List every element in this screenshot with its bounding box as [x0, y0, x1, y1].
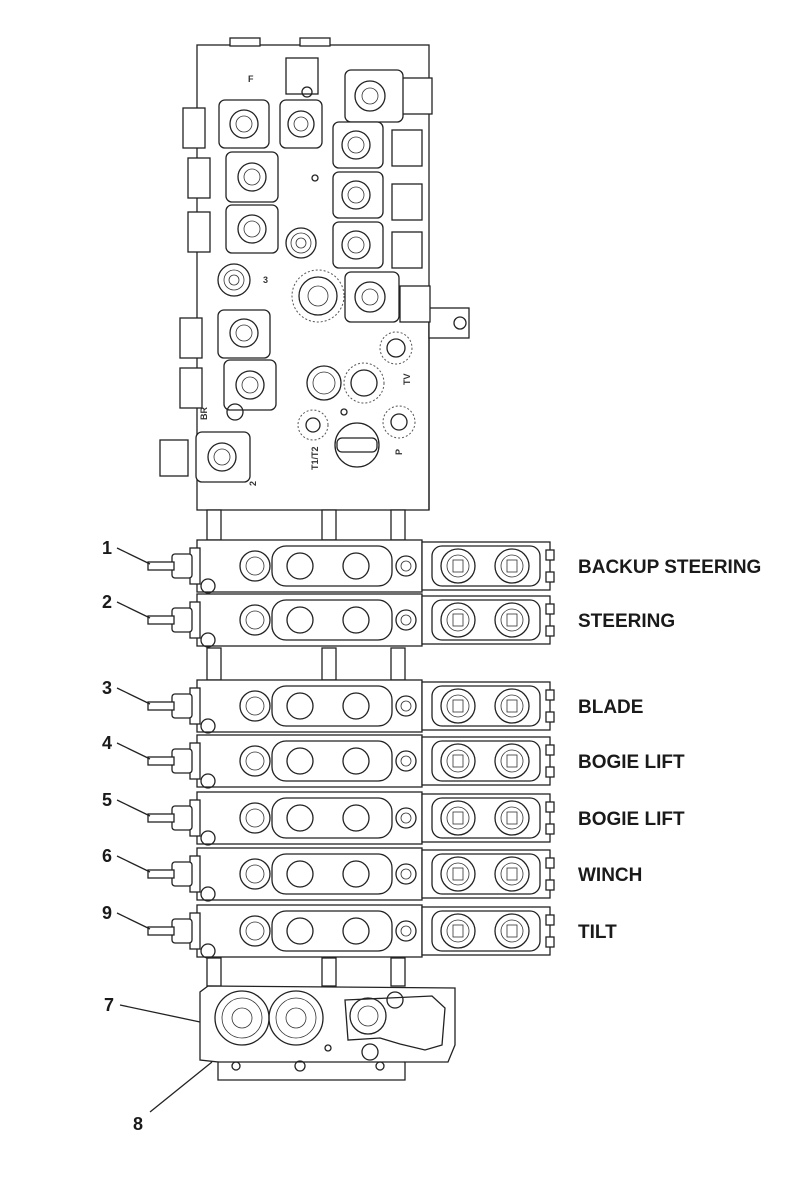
mark-tv: TV — [402, 373, 412, 385]
section-label: BLADE — [578, 697, 643, 718]
mark-t1: T1/T2 — [310, 446, 320, 470]
section-callout-number: 9 — [102, 903, 112, 923]
solenoid-coils — [195, 69, 404, 483]
mark-port3: 3 — [263, 275, 268, 285]
ports — [217, 86, 467, 468]
section-callout-number: 6 — [102, 846, 112, 866]
callout-8: 8 — [133, 1114, 143, 1134]
section-label: BOGIE LIFT — [578, 752, 685, 773]
section-label: BACKUP STEERING — [578, 557, 761, 578]
mark-f: F — [248, 74, 254, 84]
section-label: WINCH — [578, 865, 642, 886]
end-cover — [199, 985, 456, 1081]
section-label: TILT — [578, 922, 617, 943]
section-callout-number: 3 — [102, 678, 112, 698]
section-callout-number: 5 — [102, 790, 112, 810]
section-label: STEERING — [578, 611, 675, 632]
control-block: F 3 TV T1/T2 P 2 BR — [159, 37, 470, 511]
mark-port2: 2 — [248, 481, 258, 486]
section-callout-number: 4 — [102, 733, 112, 753]
callout-7: 7 — [104, 995, 114, 1015]
section-label: BOGIE LIFT — [578, 809, 685, 830]
section-callout-number: 2 — [102, 592, 112, 612]
mark-p: P — [394, 449, 404, 455]
mark-br: BR — [199, 407, 209, 420]
section-callout-number: 1 — [102, 538, 112, 558]
